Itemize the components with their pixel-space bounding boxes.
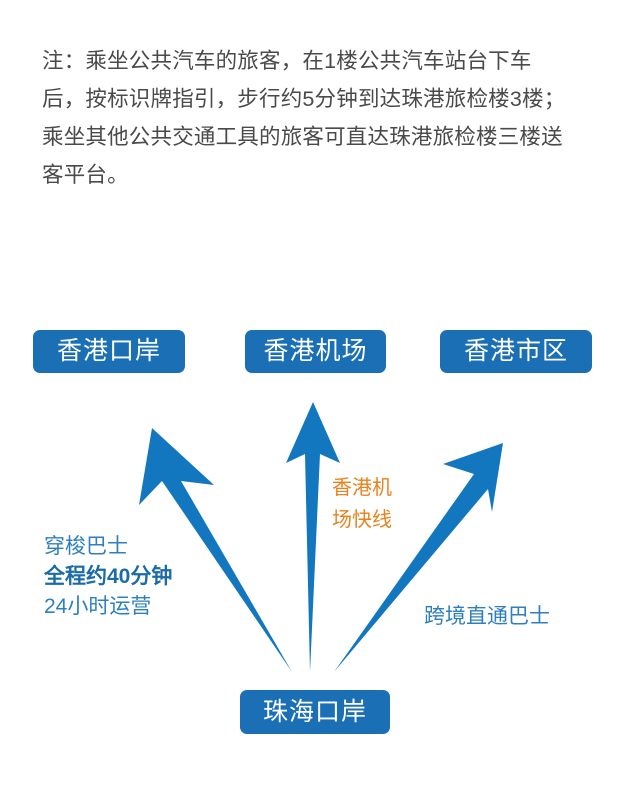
label-airport-express-line2: 场快线 bbox=[332, 509, 392, 531]
node-zhuhai-port-label: 珠海口岸 bbox=[262, 697, 367, 726]
label-cross-border-bus: 跨境直通巴士 bbox=[424, 602, 550, 632]
arrow-shuttle-bus bbox=[139, 428, 292, 672]
arrow-airport-express bbox=[286, 402, 340, 672]
label-shuttle-bus-duration: 全程约40分钟 bbox=[44, 565, 173, 588]
note-paragraph: 注：乘坐公共汽车的旅客，在1楼公共汽车站台下车后，按标识牌指引，步行约5分钟到达… bbox=[42, 49, 566, 187]
node-hong-kong-port-label: 香港口岸 bbox=[56, 337, 161, 365]
label-shuttle-bus: 穿梭巴士 全程约40分钟 24小时运营 bbox=[44, 532, 172, 622]
arrow-layer bbox=[139, 402, 503, 672]
label-shuttle-bus-hours: 24小时运营 bbox=[44, 595, 152, 618]
node-hong-kong-airport-label: 香港机场 bbox=[263, 337, 368, 365]
label-cross-border-bus-name: 跨境直通巴士 bbox=[424, 605, 550, 628]
node-hong-kong-city[interactable]: 香港市区 bbox=[440, 330, 592, 373]
note-block: 注：乘坐公共汽车的旅客，在1楼公共汽车站台下车后，按标识牌指引，步行约5分钟到达… bbox=[42, 42, 572, 194]
node-hong-kong-city-label: 香港市区 bbox=[463, 337, 568, 365]
arrow-cross-border-bus bbox=[334, 443, 503, 672]
node-hong-kong-port[interactable]: 香港口岸 bbox=[33, 330, 185, 373]
label-airport-express-line1: 香港机 bbox=[332, 477, 392, 499]
node-zhuhai-port[interactable]: 珠海口岸 bbox=[240, 690, 390, 734]
node-hong-kong-airport[interactable]: 香港机场 bbox=[245, 330, 386, 373]
label-airport-express: 香港机 场快线 bbox=[332, 472, 392, 536]
transport-route-diagram: 香港口岸 香港机场 香港市区 珠海口岸 穿梭巴士 全程约40分钟 24小时运营 … bbox=[0, 300, 620, 770]
label-shuttle-bus-name: 穿梭巴士 bbox=[44, 535, 128, 558]
